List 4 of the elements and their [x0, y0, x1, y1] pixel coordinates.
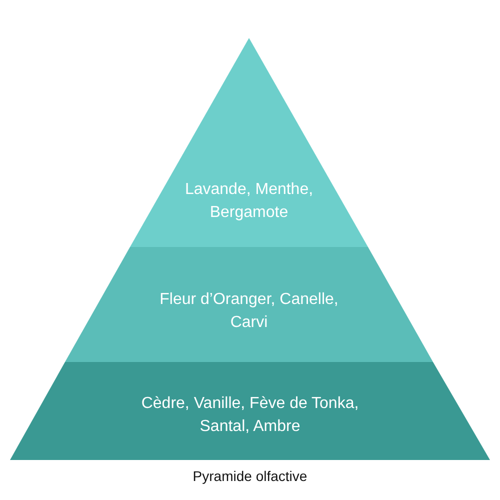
tier-label: Fleur d’Oranger, Canelle, Carvi — [158, 290, 340, 333]
tier-label: Cèdre, Vanille, Fève de Tonka, Santal, Ambre — [140, 394, 360, 437]
tier-label: Lavande, Menthe, Bergamote — [184, 180, 314, 223]
caption: Pyramide olfactive — [192, 468, 308, 484]
